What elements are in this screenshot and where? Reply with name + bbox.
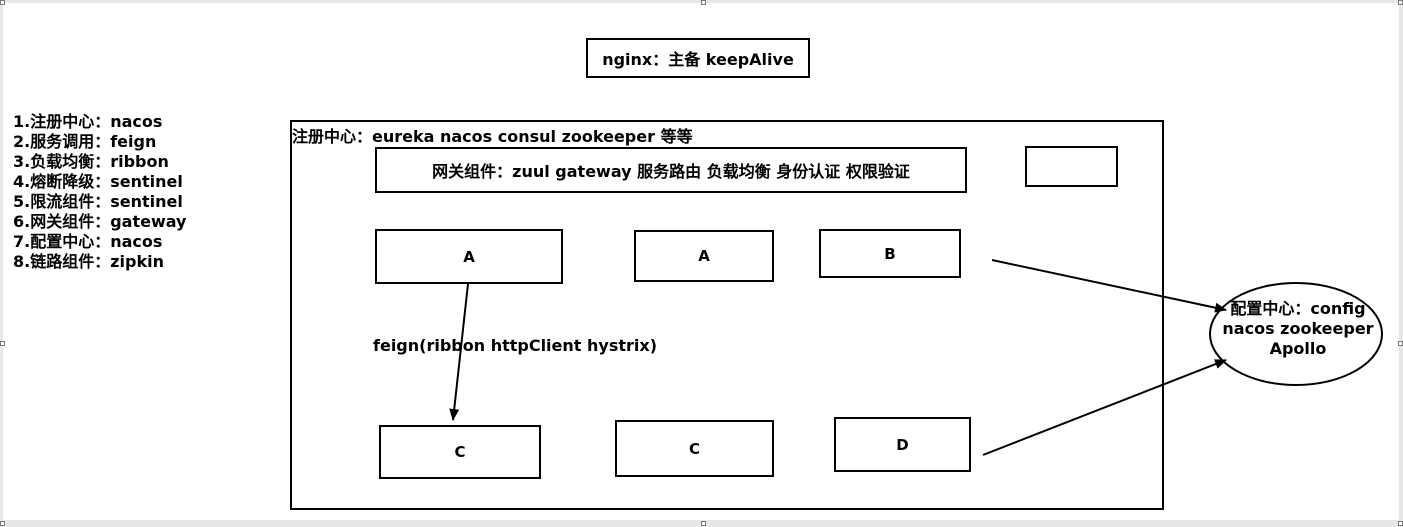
gateway-label: 网关组件：zuul gateway 服务路由 负载均衡 身份认证 权限验证 xyxy=(432,162,910,181)
config-center-ellipse[interactable] xyxy=(1209,282,1383,386)
empty-box[interactable] xyxy=(1025,146,1118,187)
nginx-box[interactable]: nginx：主备 keepAlive xyxy=(586,38,810,78)
list-item: 1.注册中心：nacos xyxy=(13,112,163,131)
arrow-b-to-config[interactable] xyxy=(991,259,1227,313)
resize-handle-top-left[interactable] xyxy=(0,0,5,5)
service-a-label: A xyxy=(463,247,475,266)
resize-handle-bottom-left[interactable] xyxy=(0,521,5,526)
registry-container[interactable] xyxy=(290,120,1164,510)
service-c-box[interactable]: C xyxy=(615,420,774,477)
service-b-label: B xyxy=(884,244,896,263)
list-item: 8.链路组件：zipkin xyxy=(13,252,164,271)
config-center-line: nacos zookeeper xyxy=(1222,319,1374,338)
list-item: 4.熔断降级：sentinel xyxy=(13,172,183,191)
config-center-line: 配置中心：config xyxy=(1230,299,1366,318)
service-c-label: C xyxy=(454,443,466,461)
list-item: 7.配置中心：nacos xyxy=(13,232,163,251)
config-center-line: Apollo xyxy=(1269,339,1327,358)
service-c-box[interactable]: C xyxy=(379,425,541,479)
resize-handle-top[interactable] xyxy=(701,0,706,5)
resize-handle-left[interactable] xyxy=(0,341,5,346)
service-a-label: A xyxy=(698,247,710,265)
gateway-box[interactable]: 网关组件：zuul gateway 服务路由 负载均衡 身份认证 权限验证 xyxy=(375,147,967,193)
service-c-label: C xyxy=(688,439,700,458)
list-item: 5.限流组件：sentinel xyxy=(13,192,183,211)
service-a-box[interactable]: A xyxy=(375,229,563,284)
service-a-box[interactable]: A xyxy=(634,230,774,282)
service-b-box[interactable]: B xyxy=(819,229,961,278)
arrow-a-to-c[interactable] xyxy=(449,283,469,421)
component-list: 1.注册中心：nacos 2.服务调用：feign 3.负载均衡：ribbon … xyxy=(13,112,186,272)
list-item: 6.网关组件：gateway xyxy=(13,212,187,231)
list-item: 3.负载均衡：ribbon xyxy=(13,152,169,171)
service-d-label: D xyxy=(896,435,909,454)
list-item: 2.服务调用：feign xyxy=(13,132,157,151)
feign-label: feign(ribbon httpClient hystrix) xyxy=(373,336,657,355)
nginx-label: nginx：主备 keepAlive xyxy=(602,50,794,69)
resize-handle-bottom[interactable] xyxy=(701,521,706,526)
config-center-text: 配置中心：config nacos zookeeper Apollo xyxy=(1212,299,1384,359)
service-d-box[interactable]: D xyxy=(834,417,971,472)
arrow-d-to-config[interactable] xyxy=(982,359,1227,456)
registry-label: 注册中心：eureka nacos consul zookeeper 等等 xyxy=(292,127,693,146)
